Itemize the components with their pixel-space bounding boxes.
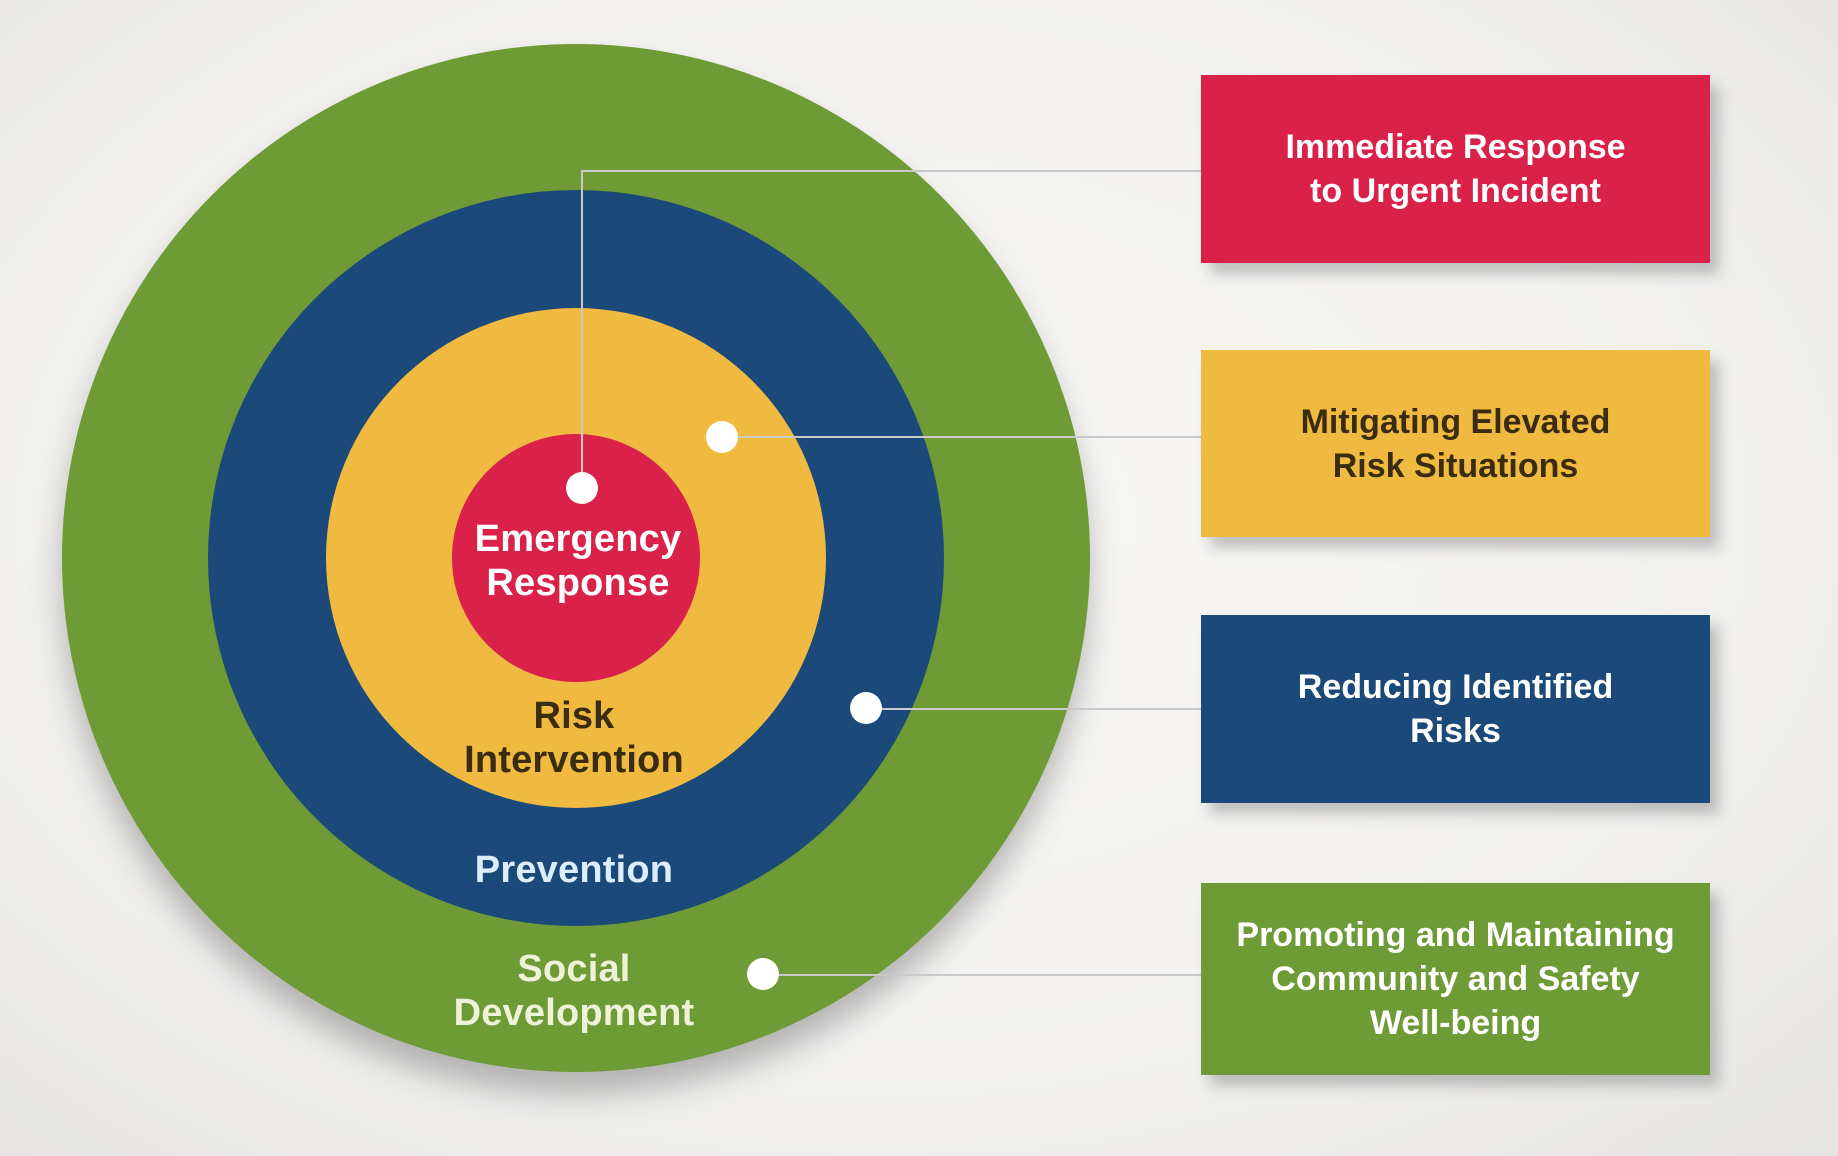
legend-box-immediate-response: Immediate Response to Urgent Incident [1201,75,1710,263]
callout-dot-emergency-response [566,472,598,504]
connector-emergency-horizontal-line [581,170,1201,172]
legend-box-reducing-identified-risks: Reducing Identified Risks [1201,615,1710,803]
callout-dot-prevention [850,692,882,724]
ring-label-risk-intervention: Risk Intervention [464,695,684,781]
callout-dot-risk-intervention [706,421,738,453]
connector-prevention-line [866,708,1201,710]
ring-label-social-development: Social Development [453,948,695,1034]
connector-risk-intervention-line [722,436,1201,438]
legend-box-mitigating-elevated-risk: Mitigating Elevated Risk Situations [1201,350,1710,537]
callout-dot-social-development [747,958,779,990]
connector-emergency-vertical-line [581,171,583,488]
ring-label-emergency-response: Emergency Response [474,518,682,604]
legend-box-promoting-wellbeing: Promoting and Maintaining Community and … [1201,883,1710,1075]
connector-social-development-line [763,974,1201,976]
ring-label-prevention: Prevention [474,849,674,891]
